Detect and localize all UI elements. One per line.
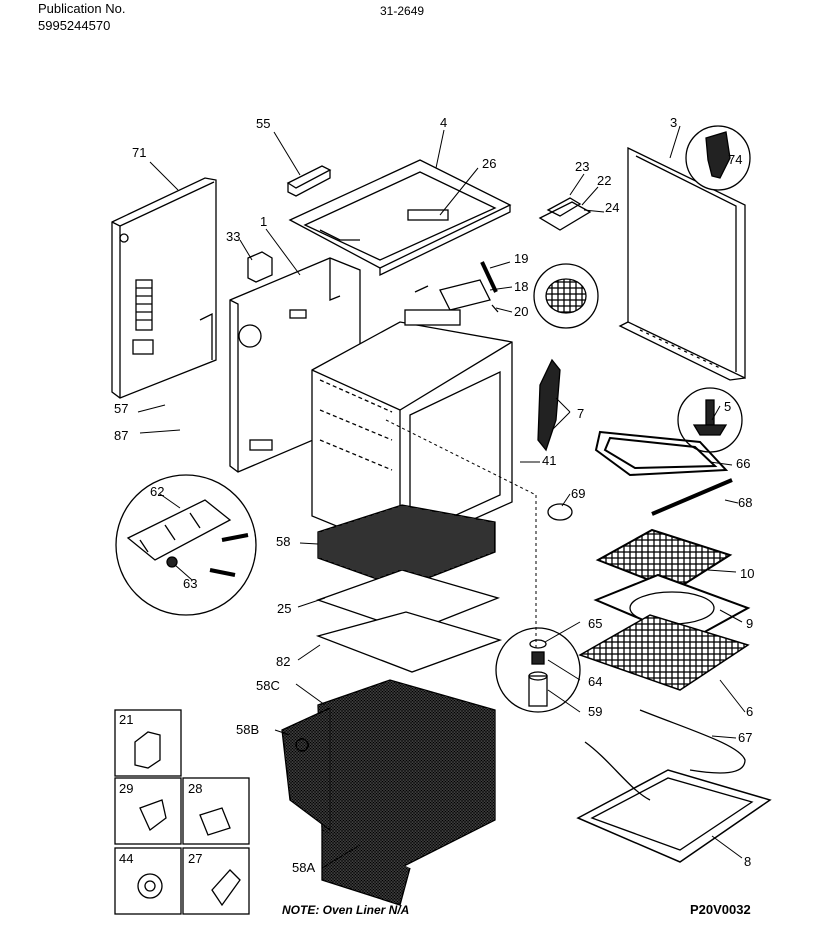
part-8-drip-tray bbox=[576, 741, 772, 863]
part-24-bracket bbox=[538, 197, 592, 231]
label-26: 26 bbox=[482, 156, 496, 171]
label-20: 20 bbox=[514, 304, 528, 319]
label-24: 24 bbox=[605, 200, 619, 215]
label-68: 68 bbox=[738, 495, 752, 510]
label-23: 23 bbox=[575, 159, 589, 174]
label-18: 18 bbox=[514, 279, 528, 294]
label-4: 4 bbox=[440, 115, 447, 130]
label-6: 6 bbox=[746, 704, 753, 719]
part-33-clip bbox=[247, 251, 273, 283]
part-66-element bbox=[594, 430, 729, 477]
label-9: 9 bbox=[746, 616, 753, 631]
top-code: 31-2649 bbox=[380, 4, 425, 18]
callout-labels: 71 55 4 3 74 26 23 22 24 33 1 19 18 20 5… bbox=[114, 115, 754, 875]
label-19: 19 bbox=[514, 251, 528, 266]
part-71-back-panel bbox=[111, 177, 217, 399]
part-67-wire bbox=[639, 709, 746, 774]
label-44: 44 bbox=[119, 851, 133, 866]
part-6-oven-rack bbox=[578, 614, 750, 691]
part-5-leveler bbox=[677, 387, 743, 453]
label-87: 87 bbox=[114, 428, 128, 443]
part-59-foot bbox=[495, 627, 581, 713]
label-64: 64 bbox=[588, 674, 602, 689]
part-28-icon bbox=[199, 807, 231, 836]
part-62-detail bbox=[115, 474, 257, 616]
label-33: 33 bbox=[226, 229, 240, 244]
label-28: 28 bbox=[188, 781, 202, 796]
part-29-icon bbox=[139, 799, 167, 832]
label-58: 58 bbox=[276, 534, 290, 549]
label-7: 7 bbox=[577, 406, 584, 421]
oven-body-frame bbox=[311, 309, 513, 553]
label-57: 57 bbox=[114, 401, 128, 416]
label-41: 41 bbox=[542, 453, 556, 468]
footer-note: NOTE: Oven Liner N/A bbox=[282, 903, 410, 917]
part-3-side-panel bbox=[618, 146, 746, 381]
label-1: 1 bbox=[260, 214, 267, 229]
part-44-icon bbox=[137, 873, 163, 899]
label-63: 63 bbox=[183, 576, 197, 591]
label-62: 62 bbox=[150, 484, 164, 499]
label-55: 55 bbox=[256, 116, 270, 131]
part-4-top-panel bbox=[288, 159, 512, 277]
part-27-icon bbox=[211, 869, 241, 907]
diagram-code: P20V0032 bbox=[690, 902, 751, 917]
label-67: 67 bbox=[738, 730, 752, 745]
part-68-rod bbox=[651, 478, 733, 516]
label-29: 29 bbox=[119, 781, 133, 796]
label-58A: 58A bbox=[292, 860, 315, 875]
label-59: 59 bbox=[588, 704, 602, 719]
label-66: 66 bbox=[736, 456, 750, 471]
part-55-bracket bbox=[286, 165, 332, 197]
label-10: 10 bbox=[740, 566, 754, 581]
part-58-insulation bbox=[317, 504, 496, 589]
leader-lines bbox=[137, 125, 746, 869]
label-58C: 58C bbox=[256, 678, 280, 693]
part-74-knob bbox=[685, 125, 751, 191]
label-58B: 58B bbox=[236, 722, 259, 737]
label-25: 25 bbox=[277, 601, 291, 616]
part-69-gasket bbox=[547, 503, 573, 521]
part-18-thermostat bbox=[414, 261, 499, 313]
boxed-parts bbox=[114, 709, 250, 915]
part-82-bottom-panel bbox=[315, 611, 503, 673]
label-82: 82 bbox=[276, 654, 290, 669]
label-3: 3 bbox=[670, 115, 677, 130]
label-74: 74 bbox=[728, 152, 742, 167]
label-22: 22 bbox=[597, 173, 611, 188]
part-fan-grille bbox=[533, 263, 599, 329]
label-71: 71 bbox=[132, 145, 146, 160]
label-21: 21 bbox=[119, 712, 133, 727]
part-7-hinge bbox=[537, 358, 561, 452]
label-69: 69 bbox=[571, 486, 585, 501]
label-5: 5 bbox=[724, 399, 731, 414]
part-21-icon bbox=[134, 731, 161, 769]
label-8: 8 bbox=[744, 854, 751, 869]
label-65: 65 bbox=[588, 616, 602, 631]
part-58-insulation-blanket bbox=[281, 679, 496, 906]
publication-number: 5995244570 bbox=[38, 18, 111, 33]
label-27: 27 bbox=[188, 851, 202, 866]
publication-label: Publication No. bbox=[38, 1, 126, 16]
